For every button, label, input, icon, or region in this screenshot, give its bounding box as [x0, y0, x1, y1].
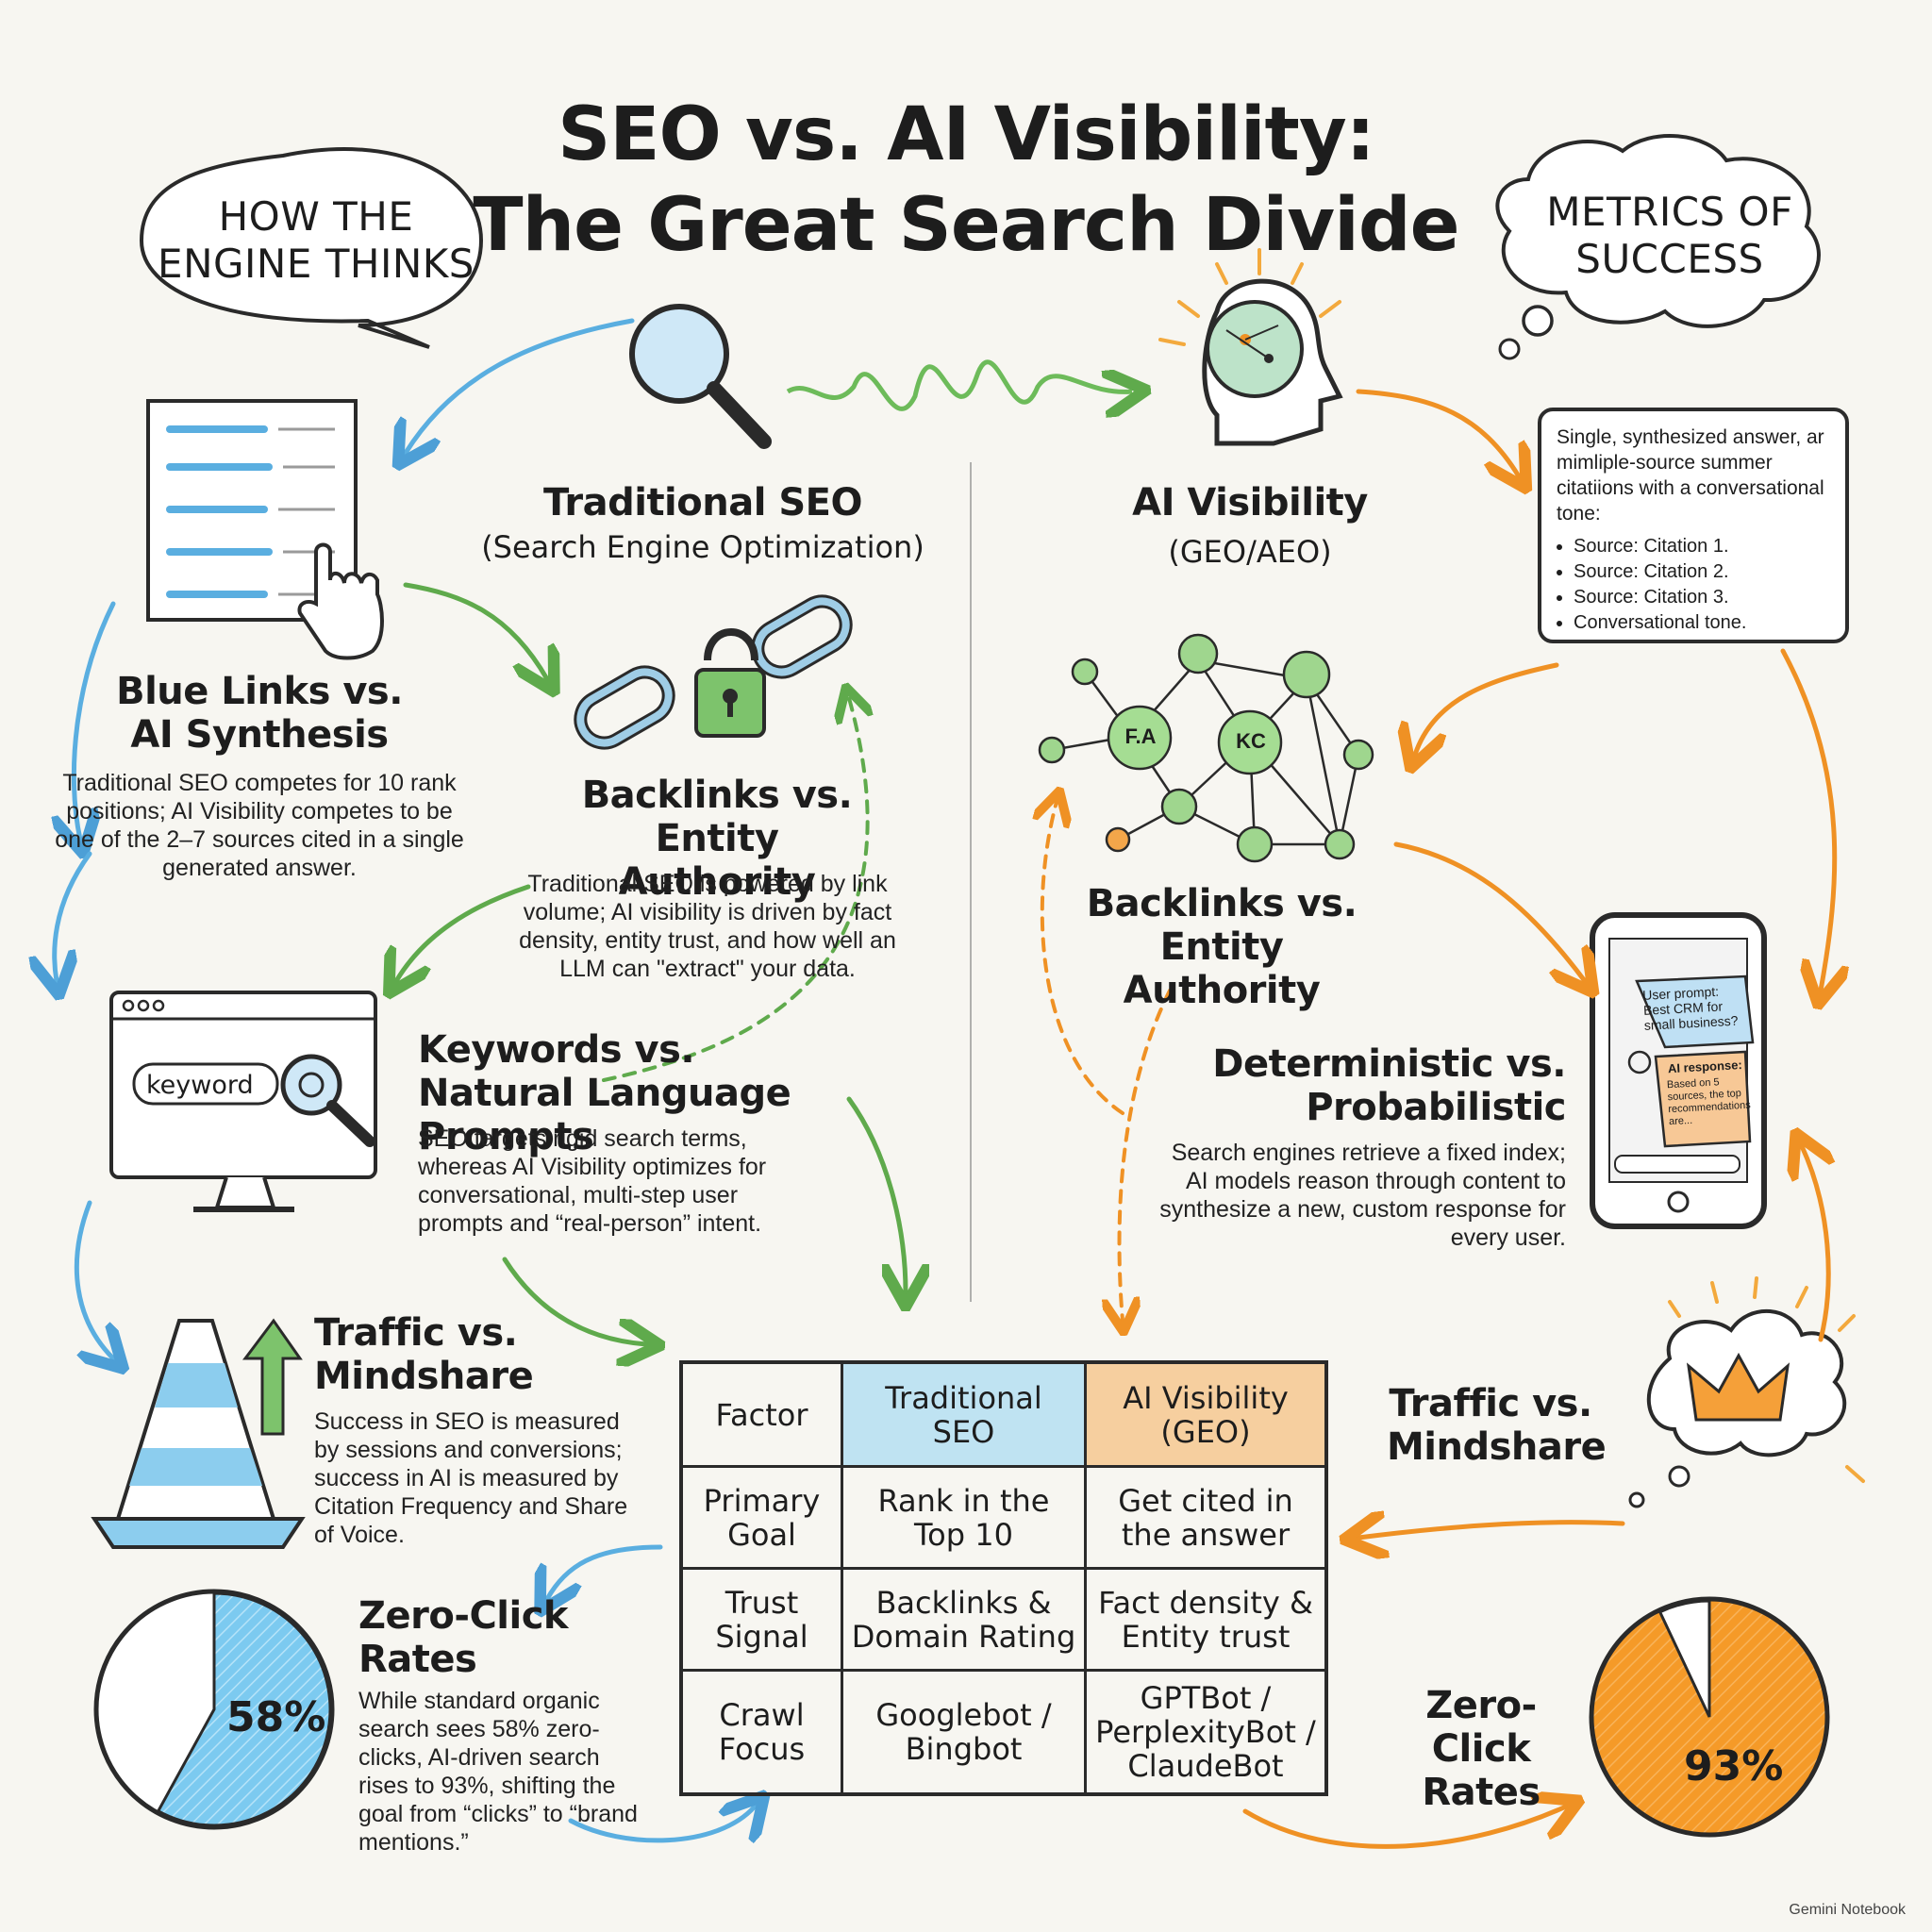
pie-ai-93: [1589, 1596, 1830, 1838]
table-header-cell: Factor: [683, 1364, 843, 1465]
table-cell: GPTBot / PerplexityBot / ClaudeBot: [1095, 1680, 1316, 1784]
citation-item: Conversational tone.: [1574, 610, 1830, 636]
magnifier-icon: [629, 304, 772, 449]
seo-subtitle: (Search Engine Optimization): [481, 529, 924, 565]
table-row: Primary Goal Rank in the Top 10 Get cite…: [683, 1468, 1324, 1570]
table-cell: Primary Goal: [683, 1468, 843, 1567]
pie-seo-58: [93, 1589, 335, 1830]
pie-seo-label: 58%: [226, 1693, 326, 1741]
thought-cloud-metrics: [1495, 134, 1821, 328]
up-arrow-icon: [242, 1318, 303, 1436]
backlinks-body-left: Traditional SEO is powered by link volum…: [519, 871, 896, 982]
crown-cloud-icon: [1628, 1308, 1847, 1508]
keywords-heading: Keywords vs. Natural Language Prompts: [418, 1028, 791, 1158]
table-cell: Get cited in the answer: [1118, 1482, 1293, 1553]
citation-item: Source: Citation 3.: [1574, 585, 1830, 610]
ai-brain-head-icon: [1202, 278, 1343, 446]
deterministic-body: Search engines retrieve a fixed index; A…: [1159, 1140, 1566, 1251]
synthesized-answer-box: Single, synthesized answer, ar mimliple-…: [1538, 408, 1849, 643]
ai-subtitle: (GEO/AEO): [1168, 534, 1332, 570]
comparison-table: Factor Traditional SEO AI Visibility (GE…: [679, 1360, 1328, 1796]
traffic-body-left: Success in SEO is measured by sessions a…: [314, 1408, 628, 1548]
keywords-body: SEO targets rigid search terms, whereas …: [418, 1125, 767, 1237]
zero-click-heading-left: Zero-Click Rates: [358, 1594, 569, 1681]
metrics-bubble-label: METRICS OF SUCCESS: [1546, 189, 1793, 282]
table-cell: Crawl Focus: [683, 1672, 843, 1792]
table-cell: Fact density & Entity trust: [1098, 1584, 1313, 1655]
phone-ai-text: Based on 5 sources, the top recommendati…: [1666, 1076, 1752, 1128]
table-header-cell: Traditional SEO: [843, 1364, 1087, 1465]
zero-click-heading-right: Zero-Click Rates: [1422, 1684, 1541, 1814]
table-cell: Backlinks & Domain Rating: [843, 1570, 1087, 1669]
results-page-icon: [146, 399, 384, 660]
smartphone-icon: [1590, 912, 1767, 1229]
citation-item: Source: Citation 1.: [1574, 534, 1830, 559]
center-divider: [970, 462, 972, 1302]
citation-list: Source: Citation 1. Source: Citation 2. …: [1557, 534, 1830, 636]
chat-box-intro: Single, synthesized answer, ar mimliple-…: [1557, 426, 1824, 525]
table-header-row: Factor Traditional SEO AI Visibility (GE…: [683, 1364, 1324, 1468]
table-cell: Rank in the Top 10: [843, 1468, 1087, 1567]
blue-links-heading: Blue Links vs. AI Synthesis: [116, 670, 403, 757]
entity-network-graph: [1038, 633, 1374, 863]
ai-title: AI Visibility: [1132, 481, 1368, 525]
deterministic-heading: Deterministic vs. Probabilistic: [1212, 1042, 1566, 1129]
table-cell: Googlebot / Bingbot: [843, 1672, 1087, 1792]
footer-credit: Gemini Notebook: [1789, 1902, 1906, 1918]
table-header-cell: AI Visibility (GEO): [1087, 1364, 1324, 1465]
hand-cursor-icon: [297, 542, 384, 660]
network-node-fa: F.A: [1124, 724, 1157, 748]
table-cell: Trust Signal: [683, 1570, 843, 1669]
browser-monitor-icon: [109, 991, 377, 1212]
table-row: Crawl Focus Googlebot / Bingbot GPTBot /…: [683, 1672, 1324, 1792]
chain-lock-icon: [574, 594, 853, 750]
traffic-cone-icon: [91, 1319, 306, 1549]
blue-links-body: Traditional SEO competes for 10 rank pos…: [55, 770, 464, 881]
page-title: SEO vs. AI Visibility: The Great Search …: [0, 90, 1932, 271]
table-row: Trust Signal Backlinks & Domain Rating F…: [683, 1570, 1324, 1672]
speech-bubble-engine: [139, 147, 484, 349]
zero-click-body-left: While standard organic search sees 58% z…: [358, 1688, 638, 1856]
traffic-heading-right: Traffic vs. Mindshare: [1387, 1382, 1607, 1469]
keyword-search-text: keyword: [146, 1071, 254, 1100]
title-line-2: The Great Search Divide: [473, 183, 1459, 268]
title-line-1: SEO vs. AI Visibility:: [558, 92, 1375, 177]
network-node-kc: KC: [1236, 729, 1266, 753]
backlinks-heading-right: Backlinks vs. Entity Authority: [1086, 882, 1357, 1012]
engine-bubble-label: HOW THE ENGINE THINKS: [158, 193, 475, 287]
pie-ai-label: 93%: [1684, 1742, 1784, 1790]
phone-user-prompt: User prompt: Best CRM for small business…: [1641, 983, 1739, 1033]
backlinks-heading-left: Backlinks vs. Entity Authority: [581, 774, 853, 904]
citation-item: Source: Citation 2.: [1574, 559, 1830, 585]
seo-title: Traditional SEO: [542, 481, 863, 525]
traffic-heading-left: Traffic vs. Mindshare: [314, 1311, 534, 1398]
